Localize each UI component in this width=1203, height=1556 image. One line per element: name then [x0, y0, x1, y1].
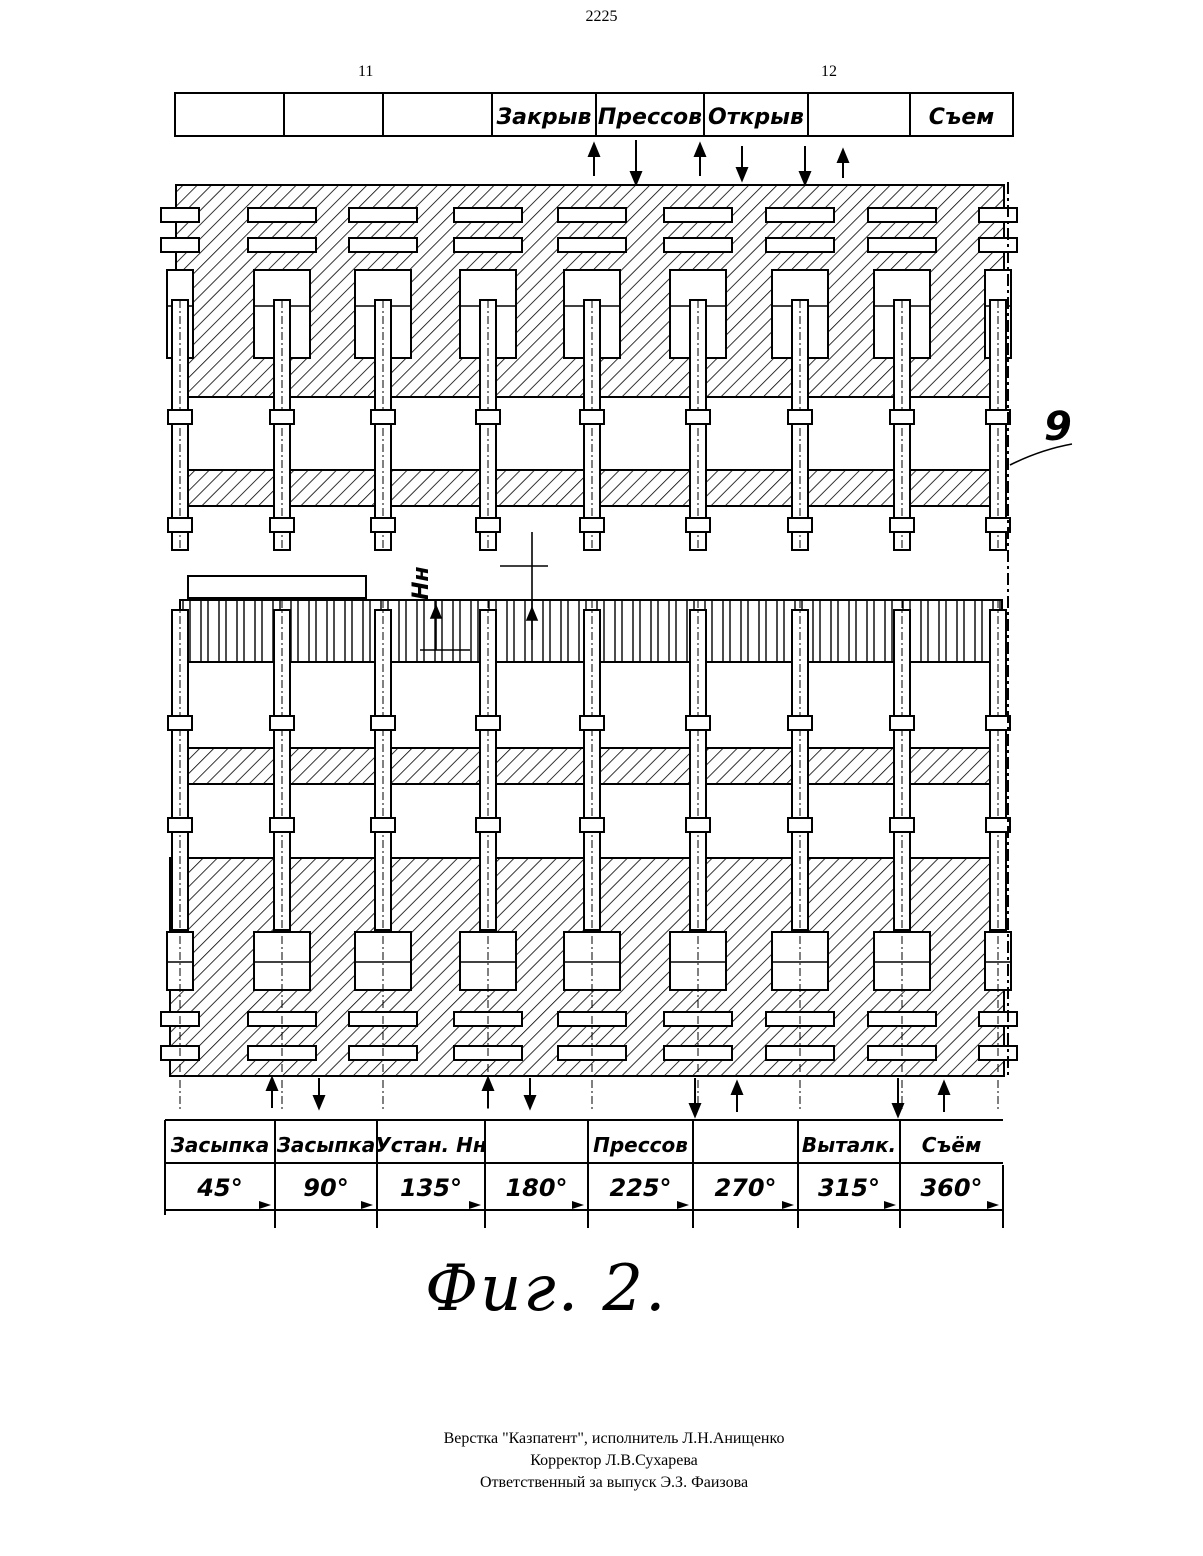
bottom-stage-label-8: Съём — [922, 1133, 982, 1157]
angle-label-7: 315° — [818, 1174, 880, 1202]
top-flow-arrows — [589, 140, 848, 185]
upper-punch-rod — [986, 300, 1010, 550]
upper-punch-rod — [270, 300, 294, 550]
height-marker-label: Нн — [409, 566, 434, 600]
footer-proofreader: Корректор Л.В.Сухарева — [0, 1450, 1203, 1472]
bottom-stage-table: ЗасыпкаЗасыпкаУстан. НнПрессовВыталк.Съё… — [165, 1120, 1003, 1228]
top-stage-label-5: Прессов — [598, 105, 702, 130]
footer-layout-credit: Верстка "Казпатент", исполнитель Л.Н.Ани… — [0, 1428, 1203, 1450]
angle-label-2: 90° — [303, 1174, 348, 1202]
bottom-stage-label-3: Устан. Нн — [375, 1133, 486, 1157]
upper-punch-rod — [890, 300, 914, 550]
footer-responsible: Ответственный за выпуск Э.З. Фаизова — [0, 1472, 1203, 1494]
upper-punch-rod — [580, 300, 604, 550]
top-stage-label-8: Съем — [929, 105, 995, 130]
upper-punch-rod — [686, 300, 710, 550]
ref-number-label: 9 — [1044, 404, 1072, 450]
upper-punch-rod — [371, 300, 395, 550]
angle-label-5: 225° — [609, 1174, 671, 1202]
top-stage-label-4: Закрыв — [496, 105, 592, 130]
figure-caption: Фиг. 2. — [425, 1252, 667, 1326]
bottom-stage-label-1: Засыпка — [170, 1133, 270, 1157]
bottom-stage-label-5: Прессов — [593, 1133, 688, 1157]
angle-label-3: 135° — [400, 1174, 462, 1202]
footer: Верстка "Казпатент", исполнитель Л.Н.Ани… — [0, 1428, 1203, 1494]
upper-punch-rod — [788, 300, 812, 550]
upper-punch-rod — [476, 300, 500, 550]
angle-label-6: 270° — [714, 1174, 776, 1202]
bottom-stage-label-7: Выталк. — [802, 1133, 896, 1157]
bottom-flow-arrows — [267, 1078, 949, 1116]
bottom-stage-label-2: Засыпка — [276, 1133, 376, 1157]
angle-label-4: 180° — [505, 1174, 567, 1202]
top-stage-label-6: Открыв — [708, 105, 804, 130]
angle-label-1: 45° — [196, 1174, 242, 1202]
angle-label-8: 360° — [920, 1174, 982, 1202]
top-stage-table: ЗакрывПрессовОткрыв Съем — [175, 93, 1013, 136]
upper-punch-rod — [168, 300, 192, 550]
